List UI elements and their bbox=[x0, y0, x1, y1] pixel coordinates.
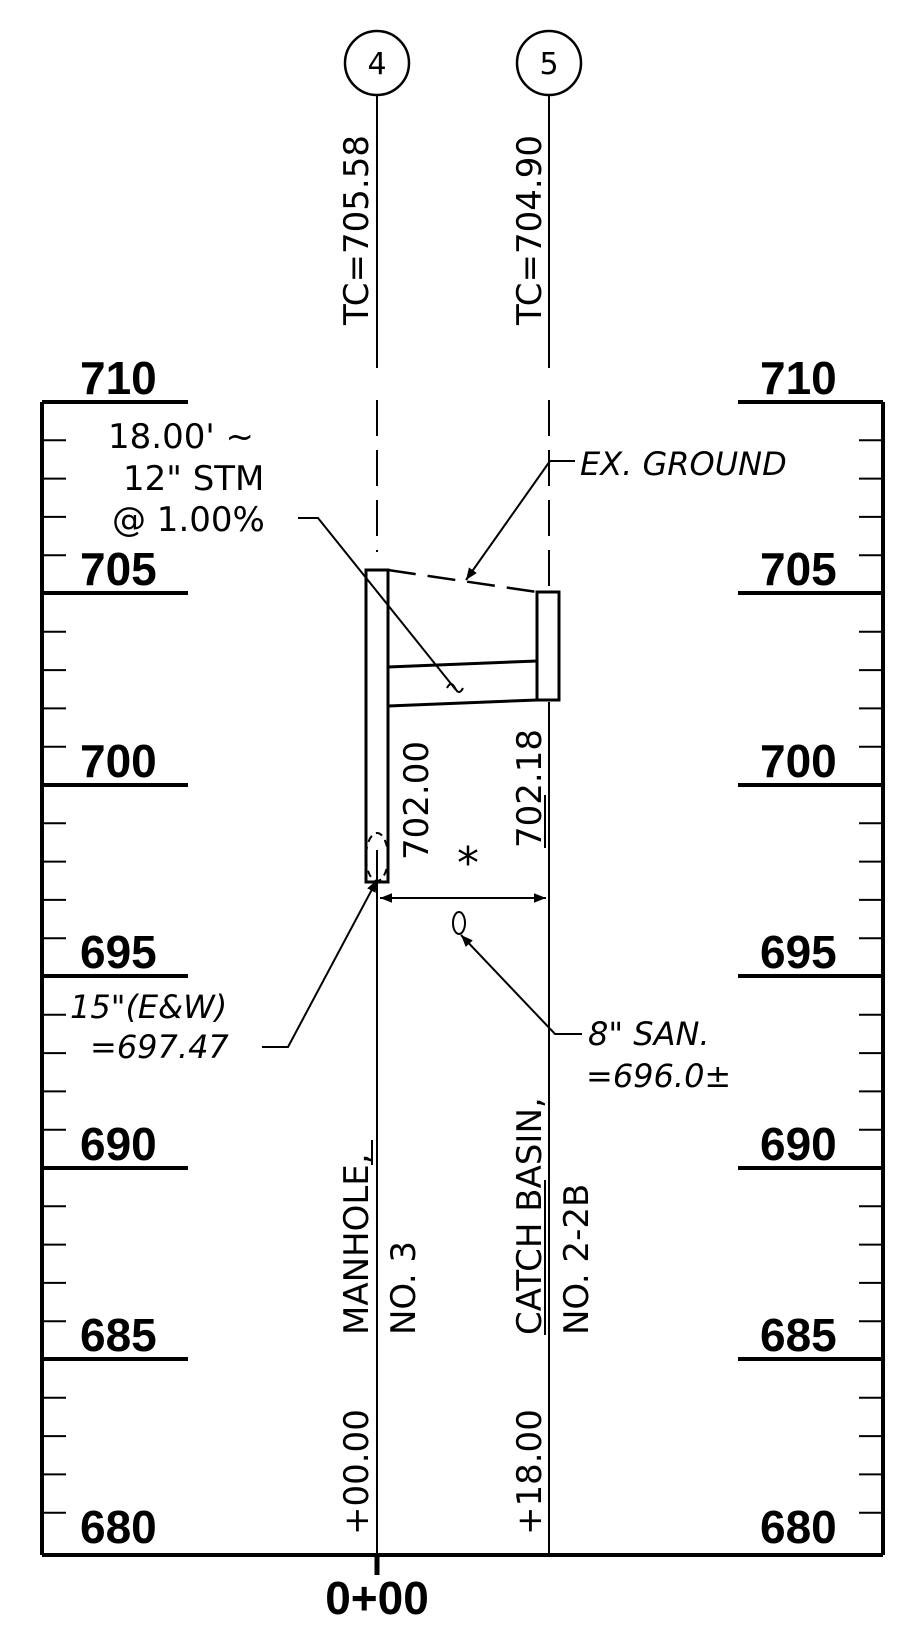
sanitary-pipe-ellipse bbox=[452, 911, 466, 935]
existing-ground-label: EX. GROUND bbox=[580, 445, 787, 483]
elev-label-695-left: 695 bbox=[80, 926, 157, 978]
minor-elevation-ticks bbox=[42, 439, 883, 1514]
structure-4-top-casting: TC=705.58 bbox=[337, 135, 377, 326]
pipe-callout-line3: @ 1.00% bbox=[112, 500, 265, 540]
manhole-structure bbox=[364, 568, 390, 884]
structure-4-number: 4 bbox=[367, 47, 386, 82]
elev-label-685-left: 685 bbox=[80, 1309, 157, 1361]
existing-ground-line bbox=[387, 568, 538, 594]
pipe-callout: 18.00' ~ 12" STM @ 1.00% bbox=[108, 417, 457, 691]
elev-label-700-left: 700 bbox=[80, 735, 157, 787]
structure-4-id: NO. 3 bbox=[384, 1241, 424, 1335]
elev-label-680-left: 680 bbox=[80, 1501, 157, 1553]
major-elevation-lines bbox=[42, 400, 883, 1361]
existing-ground-callout: EX. GROUND bbox=[465, 445, 787, 581]
elev-label-710-right: 710 bbox=[760, 352, 837, 404]
structure-5-bubble: 5 bbox=[515, 29, 583, 97]
sanitary-callout: 8" SAN. =696.0± bbox=[460, 934, 731, 1095]
pipe-callout-line1: 18.00' ~ bbox=[108, 417, 254, 457]
elev-label-680-right: 680 bbox=[760, 1501, 837, 1553]
elevation-labels-right: 710 705 700 695 690 685 680 bbox=[760, 352, 837, 1553]
elev-label-690-right: 690 bbox=[760, 1118, 837, 1170]
sanitary-line1: 8" SAN. bbox=[588, 1015, 710, 1053]
profile-frame bbox=[40, 402, 885, 1557]
structure-4-station: +00.00 bbox=[337, 1409, 377, 1535]
structure-4-name: MANHOLE, bbox=[337, 1153, 377, 1335]
sanitary-line2: =696.0± bbox=[586, 1057, 731, 1095]
crossing-mark: * bbox=[457, 838, 479, 889]
storm-pipe bbox=[387, 659, 538, 708]
elev-label-705-left: 705 bbox=[80, 543, 157, 595]
elev-label-705-right: 705 bbox=[760, 543, 837, 595]
elev-label-690-left: 690 bbox=[80, 1118, 157, 1170]
elev-label-700-right: 700 bbox=[760, 735, 837, 787]
elev-label-685-right: 685 bbox=[760, 1309, 837, 1361]
manhole-invert-line2: =697.47 bbox=[90, 1028, 229, 1066]
pipe-callout-line2: 12" STM bbox=[123, 459, 264, 499]
structure-5-station: +18.00 bbox=[510, 1409, 550, 1535]
structure-4-invert: 702.00 bbox=[397, 741, 437, 860]
elevation-labels-left: 710 705 700 695 690 685 680 bbox=[80, 352, 157, 1553]
structure-5-id: NO. 2-2B bbox=[557, 1184, 597, 1335]
structure-5-top-casting: TC=704.90 bbox=[510, 135, 550, 326]
elev-label-695-right: 695 bbox=[760, 926, 837, 978]
structure-5-invert: 702.18 bbox=[510, 729, 550, 848]
elev-label-710-left: 710 bbox=[80, 352, 157, 404]
station-label: 0+00 bbox=[325, 1572, 429, 1624]
structure-4-bubble: 4 bbox=[343, 29, 411, 97]
structure-5-name: CATCH BASIN, bbox=[510, 1097, 550, 1335]
catch-basin-structure bbox=[535, 590, 561, 702]
manhole-invert-line1: 15"(E&W) bbox=[70, 988, 227, 1026]
manhole-invert-callout: 15"(E&W) =697.47 bbox=[70, 879, 378, 1066]
structure-5-number: 5 bbox=[539, 47, 558, 82]
